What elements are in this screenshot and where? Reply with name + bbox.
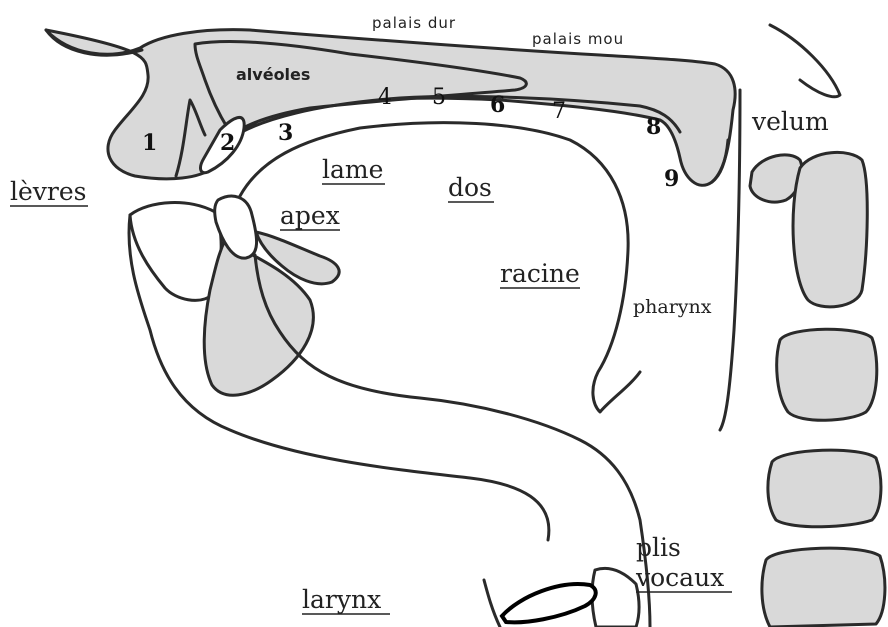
- vertebra-3: [768, 450, 881, 527]
- larynx-contour: [484, 580, 500, 627]
- vertebra-1: [793, 152, 867, 306]
- number-2: 2: [220, 130, 235, 156]
- label-racine: racine: [500, 259, 580, 288]
- vertebra-2: [777, 329, 877, 420]
- vocal-fold-box: [592, 568, 639, 627]
- label-dos: dos: [448, 173, 492, 202]
- label-pharynx: pharynx: [633, 296, 712, 318]
- label-plis: plis: [636, 533, 681, 562]
- number-5: 5: [432, 85, 446, 110]
- label-velum: velum: [751, 107, 829, 136]
- label-larynx: larynx: [302, 585, 381, 614]
- label-palais-dur: palais dur: [372, 14, 456, 32]
- label-alveoles: alvéoles: [236, 65, 310, 84]
- number-9: 9: [664, 166, 679, 192]
- number-6: 6: [490, 92, 505, 118]
- label-levres: lèvres: [10, 177, 87, 206]
- number-3: 3: [278, 120, 293, 146]
- vertebra-4: [762, 548, 885, 627]
- number-1: 1: [142, 130, 157, 156]
- label-apex: apex: [280, 201, 340, 230]
- number-7: 7: [552, 99, 566, 124]
- number-8: 8: [646, 114, 661, 140]
- vocal-folds: [502, 584, 596, 622]
- vertebra-top-curve: [770, 25, 840, 97]
- number-4: 4: [378, 85, 392, 110]
- label-lame: lame: [322, 155, 383, 184]
- lower-lip-contour: [130, 203, 221, 301]
- label-palais-mou: palais mou: [532, 30, 624, 48]
- label-vocaux: vocaux: [635, 563, 724, 592]
